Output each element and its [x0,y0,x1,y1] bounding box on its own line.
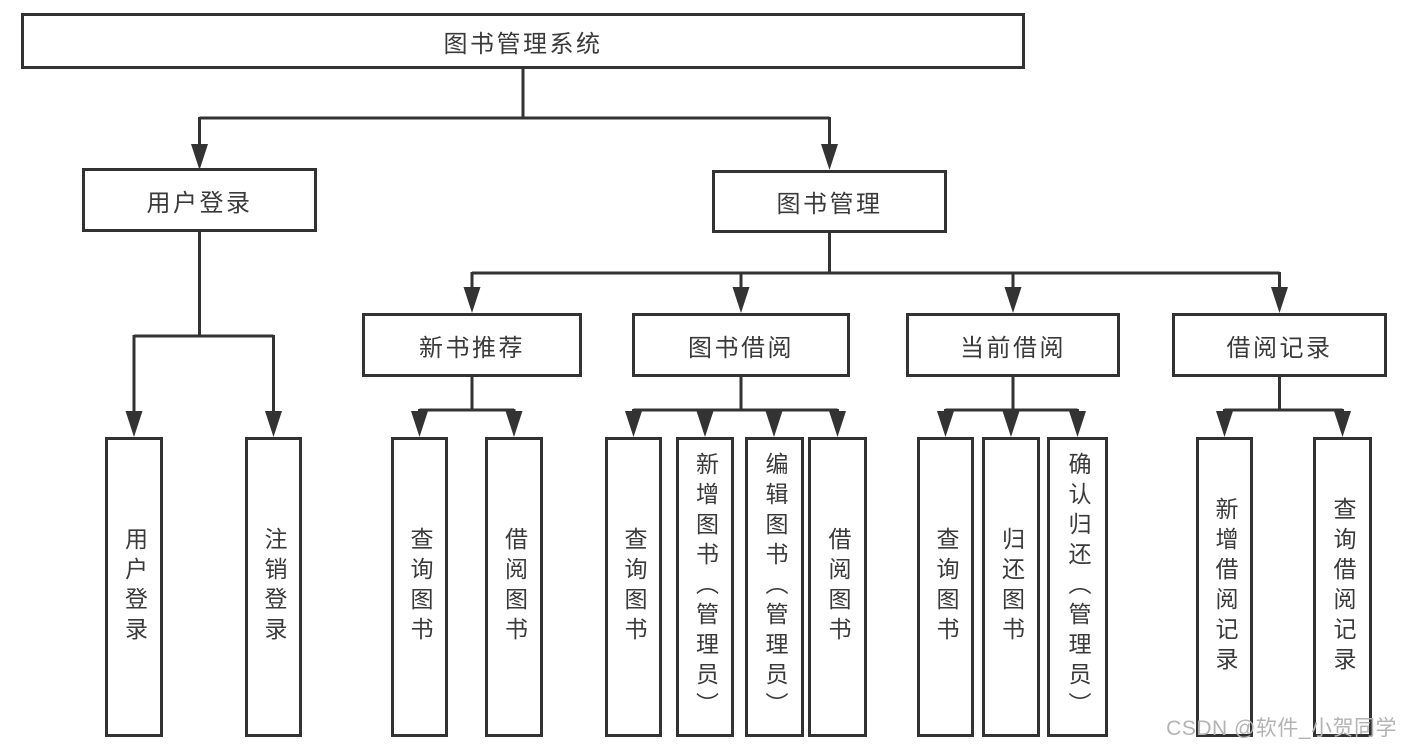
arrowhead-icon [1069,411,1086,437]
leaf-bookborrow-query-books-label: 查询图书 [621,527,647,647]
leaf-bookborrow-add-books-admin-label: 新增图书（管理员） [692,452,719,722]
arrowhead-icon [191,144,208,170]
connector-new-book-recommend [418,376,516,417]
node-user-login: 用户登录 [82,168,317,232]
watermark-text: CSDN @软件_小贺同学 [1166,717,1397,740]
leaf-records-query-borrow-record-label: 查询借阅记录 [1330,497,1356,677]
node-book-management-label: 图书管理 [776,191,883,218]
leaf-bookborrow-borrow-books-label: 借阅图书 [825,527,851,647]
node-new-book-recommend: 新书推荐 [362,313,582,377]
node-root: 图书管理系统 [21,13,1025,69]
node-borrow-records-label: 借阅记录 [1226,334,1333,362]
node-book-borrow-label: 图书借阅 [688,334,794,362]
arrowhead-icon [821,144,838,170]
connector-borrow-records [1223,376,1344,417]
leaf-bookborrow-borrow-books: 借阅图书 [808,437,867,737]
arrowhead-icon [829,411,846,437]
arrowhead-icon [696,411,714,437]
connector-book-management-to-groups [470,232,1281,290]
leaf-newbooks-query-books: 查询图书 [391,437,448,737]
leaf-currentborrow-confirm-return-admin-label: 确认归还（管理员） [1065,452,1091,722]
arrowhead-icon [1271,287,1288,313]
arrowhead-icon [765,411,783,437]
arrowhead-icon [265,411,282,437]
arrowhead-icon [411,411,428,437]
node-borrow-records: 借阅记录 [1172,313,1387,377]
arrowhead-icon [505,411,523,437]
leaf-bookborrow-edit-books-admin-label: 编辑图书（管理员） [762,452,788,722]
arrowhead-icon [625,411,642,437]
node-current-borrow: 当前借阅 [906,313,1120,377]
leaf-currentborrow-query-books: 查询图书 [917,437,974,737]
arrowhead-icon [937,411,954,437]
leaf-newbooks-query-books-label: 查询图书 [407,527,433,647]
node-user-login-label: 用户登录 [146,189,253,217]
node-root-label: 图书管理系统 [443,30,603,58]
leaf-bookborrow-add-books-admin: 新增图书（管理员） [676,437,734,737]
leaf-user-login-label: 用户登录 [121,527,148,647]
connector-book-borrow [632,376,839,417]
connector-root-to-branches [198,69,831,148]
arrowhead-icon [463,287,481,313]
leaf-currentborrow-confirm-return-admin: 确认归还（管理员） [1047,437,1108,737]
node-current-borrow-label: 当前借阅 [960,334,1066,362]
leaf-user-login: 用户登录 [105,437,163,737]
arrowhead-icon [732,287,750,313]
arrowhead-icon [1004,287,1022,313]
leaf-newbooks-borrow-books: 借阅图书 [485,437,543,737]
node-new-book-recommend-label: 新书推荐 [419,334,525,362]
arrowhead-icon [1002,411,1020,437]
leaf-currentborrow-query-books-label: 查询图书 [933,527,959,647]
leaf-logout: 注销登录 [245,437,302,737]
leaf-records-query-borrow-record: 查询借阅记录 [1313,437,1372,737]
arrowhead-icon [125,411,143,437]
leaf-bookborrow-query-books: 查询图书 [605,437,662,737]
node-book-management: 图书管理 [712,170,947,233]
node-book-borrow: 图书借阅 [632,313,850,377]
leaf-currentborrow-return-books: 归还图书 [982,437,1040,737]
leaf-records-add-borrow-record: 新增借阅记录 [1196,437,1253,737]
leaf-logout-label: 注销登录 [261,527,287,647]
leaf-records-add-borrow-record-label: 新增借阅记录 [1212,497,1238,677]
leaf-currentborrow-return-books-label: 归还图书 [998,527,1025,647]
leaf-newbooks-borrow-books-label: 借阅图书 [501,527,528,647]
connector-user-login-to-leaves [132,231,275,415]
connector-current-borrow [944,376,1079,417]
arrowhead-icon [1216,411,1233,437]
arrowhead-icon [1334,411,1351,437]
leaf-bookborrow-edit-books-admin: 编辑图书（管理员） [745,437,804,737]
